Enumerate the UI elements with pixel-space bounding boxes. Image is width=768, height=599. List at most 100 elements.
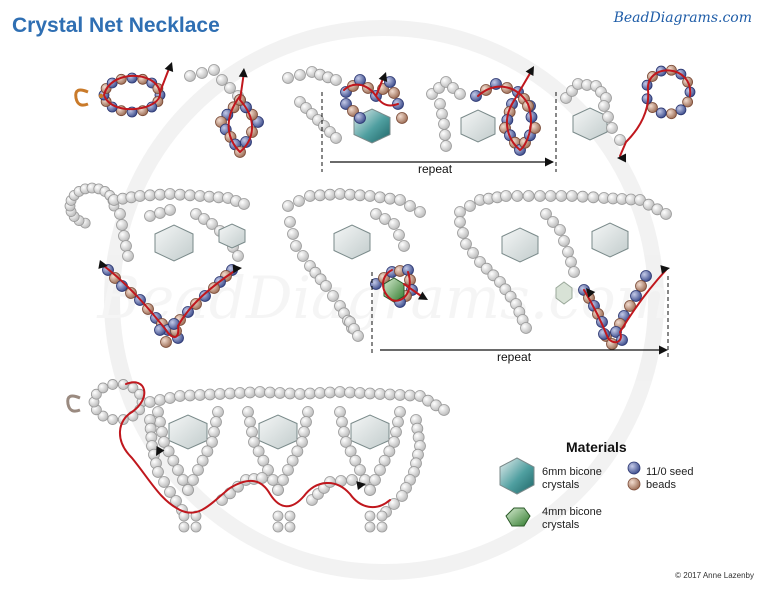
seed-bead-grey — [177, 474, 189, 486]
seed-bead-grey — [370, 208, 382, 220]
seed-bead-grey — [364, 510, 376, 522]
seed-bead-grey — [201, 445, 214, 458]
seed-bead-grey — [436, 108, 448, 120]
arrow-icon — [238, 68, 248, 78]
seed-bead-grey — [314, 189, 326, 202]
seed-bead-tan — [125, 287, 137, 299]
seed-bead-grey — [520, 322, 532, 334]
seed-bead-grey — [379, 213, 391, 225]
seed-bead-grey — [107, 379, 119, 390]
seed-bead-grey — [182, 484, 194, 496]
seed-bead-grey — [144, 396, 156, 408]
seed-bead-grey — [376, 510, 388, 522]
seed-bead-grey — [388, 218, 400, 230]
repeat-arrow-head-top — [545, 157, 554, 167]
seed-bead-grey — [364, 387, 376, 400]
seed-bead-grey — [334, 188, 346, 200]
seed-bead-blue — [655, 107, 667, 119]
seed-bead-tan — [388, 87, 400, 99]
materials-4mm-label: 4mm bicone crystals — [542, 506, 602, 531]
seed-bead-tan — [606, 338, 618, 350]
seed-bead-grey — [374, 191, 386, 204]
seed-bead-grey — [282, 200, 294, 212]
seed-bead-grey — [262, 464, 274, 476]
seed-bead-grey — [167, 454, 180, 467]
seed-bead-grey — [454, 216, 466, 228]
seed-bead-grey — [254, 386, 266, 398]
crystal-4mm — [383, 277, 405, 303]
seed-bead-grey — [330, 132, 342, 144]
seed-bead-grey — [438, 404, 450, 416]
crystal-6mm-placed — [350, 414, 390, 450]
arrow-icon — [525, 66, 534, 77]
seed-bead-grey — [282, 464, 294, 476]
arrow-icon — [98, 260, 108, 269]
thread-path — [103, 265, 237, 338]
seed-bead-grey — [134, 190, 146, 202]
seed-bead-blue — [370, 278, 382, 290]
seed-bead-grey — [568, 266, 580, 278]
seed-bead-grey — [242, 406, 254, 418]
seed-bead-grey — [398, 240, 410, 252]
seed-bead-grey — [117, 379, 129, 390]
seed-bead-grey — [244, 416, 256, 428]
seed-bead-grey — [330, 74, 342, 86]
seed-bead-tan — [347, 105, 359, 117]
repeat-arrow-head-middle — [659, 345, 668, 355]
page-title: Crystal Net Necklace — [12, 14, 220, 37]
seed-bead-grey — [388, 498, 400, 510]
seed-bead-grey — [352, 330, 364, 342]
seed-bead-grey — [144, 210, 156, 222]
seed-bead-grey — [90, 388, 102, 400]
seed-bead-grey — [196, 67, 208, 79]
seed-bead-grey — [252, 445, 265, 458]
seed-bead-grey — [298, 426, 310, 438]
seed-bead-grey — [540, 208, 552, 220]
seed-bead-grey — [284, 387, 296, 400]
seed-bead-grey — [324, 188, 336, 201]
seed-bead-grey — [154, 188, 166, 201]
seed-bead-grey — [336, 416, 348, 428]
seed-bead-tan — [160, 336, 172, 348]
materials-title: Materials — [566, 439, 627, 455]
legend-crystal-6mm-icon — [499, 457, 535, 495]
seed-bead-grey — [293, 195, 305, 207]
seed-bead-grey — [565, 256, 577, 268]
seed-bead-grey — [344, 188, 356, 201]
seed-bead-tan — [635, 280, 647, 292]
seed-bead-grey — [246, 426, 258, 438]
arrow-icon — [617, 153, 626, 163]
seed-bead-grey — [304, 190, 316, 202]
seed-bead-grey — [327, 290, 339, 302]
clasp-icon — [74, 88, 89, 107]
seed-bead-grey — [394, 194, 406, 206]
seed-bead-grey — [206, 436, 218, 448]
crystal-6mm-placed — [218, 223, 246, 249]
seed-bead-grey — [290, 240, 302, 252]
seed-bead-grey — [297, 250, 309, 262]
seed-bead-tan — [627, 477, 641, 491]
seed-bead-grey — [164, 204, 176, 216]
seed-bead-grey — [238, 198, 250, 210]
seed-bead-grey — [511, 190, 524, 202]
arrow-icon — [232, 264, 242, 274]
seed-bead-grey — [576, 190, 589, 203]
seed-bead-grey — [174, 390, 186, 402]
seed-bead-grey — [244, 386, 256, 399]
seed-bead-tan — [190, 298, 202, 310]
seed-bead-grey — [97, 410, 109, 422]
crystal-6mm-placed — [572, 107, 608, 141]
seed-bead-grey — [174, 188, 186, 201]
seed-bead-grey — [224, 82, 236, 94]
seed-bead-grey — [302, 406, 314, 418]
seed-bead-grey — [396, 490, 408, 502]
seed-bead-blue — [640, 270, 652, 282]
seed-bead-grey — [460, 238, 472, 250]
seed-bead-grey — [324, 386, 336, 399]
seed-bead-grey — [192, 464, 204, 476]
seed-bead-grey — [534, 190, 546, 202]
seed-bead-grey — [334, 406, 346, 418]
seed-bead-tan — [109, 272, 121, 284]
seed-bead-grey — [587, 191, 600, 204]
